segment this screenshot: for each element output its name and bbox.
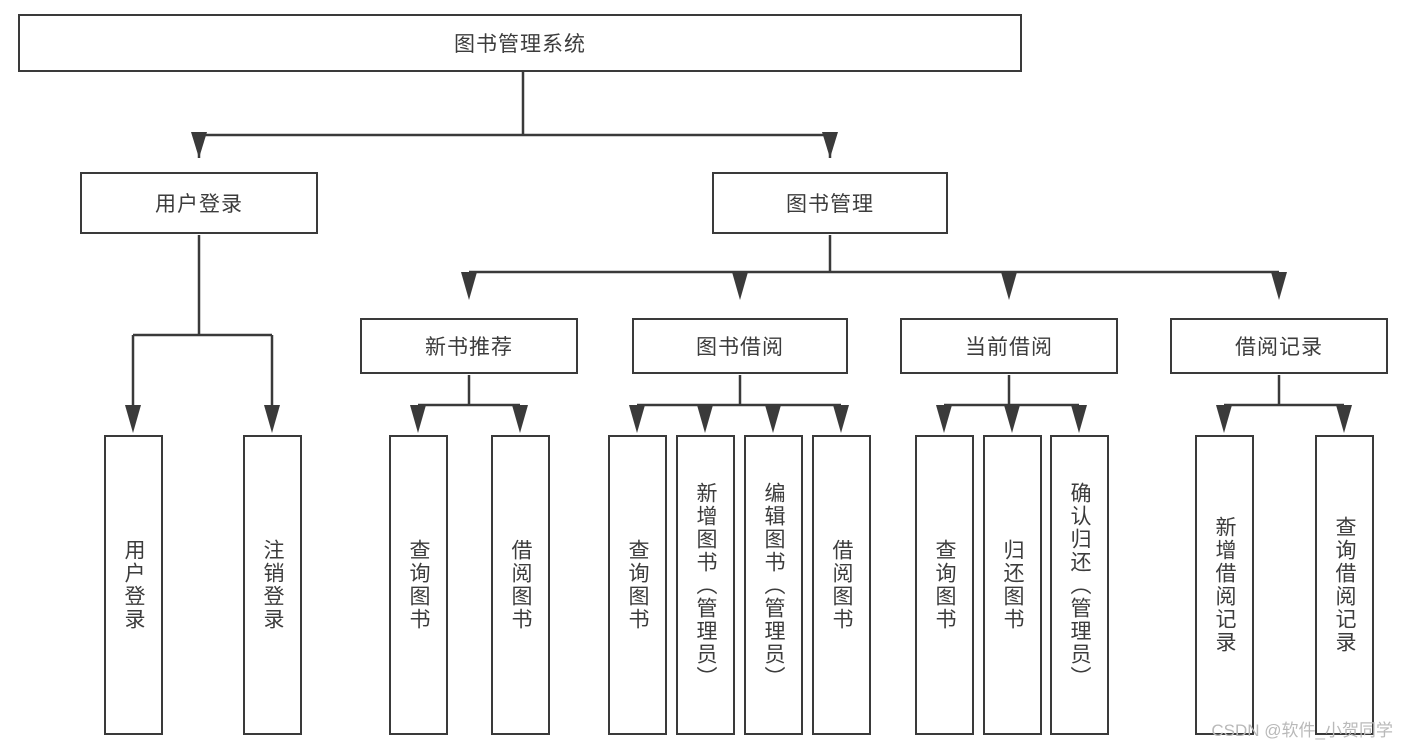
node-label: 新书推荐 (425, 336, 513, 359)
node-label: 查询图书 (407, 539, 430, 631)
node-label: 用户登录 (155, 193, 243, 216)
leaf-search-book-borrowing[interactable]: 查询图书 (608, 435, 667, 735)
watermark: CSDN @软件_小贺同学 (1211, 721, 1393, 740)
node-label: 借阅记录 (1235, 336, 1323, 359)
node-label: 新增图书（管理员） (694, 481, 717, 689)
node-label: 借阅图书 (509, 539, 532, 631)
node-book-management-module[interactable]: 图书管理 (712, 172, 948, 234)
node-label: 图书管理 (786, 193, 874, 216)
node-label: 编辑图书（管理员） (762, 481, 785, 689)
node-label: 查询图书 (626, 539, 649, 631)
node-borrowing-records[interactable]: 借阅记录 (1170, 318, 1388, 374)
leaf-confirm-return-admin[interactable]: 确认归还（管理员） (1050, 435, 1109, 735)
leaf-search-book-current[interactable]: 查询图书 (915, 435, 974, 735)
node-label: 图书管理系统 (454, 33, 586, 56)
node-root-system[interactable]: 图书管理系统 (18, 14, 1022, 72)
leaf-user-login[interactable]: 用户登录 (104, 435, 163, 735)
leaf-edit-book-admin[interactable]: 编辑图书（管理员） (744, 435, 803, 735)
node-current-borrowing[interactable]: 当前借阅 (900, 318, 1118, 374)
leaf-return-book[interactable]: 归还图书 (983, 435, 1042, 735)
node-label: 归还图书 (1001, 539, 1024, 631)
leaf-borrow-book[interactable]: 借阅图书 (812, 435, 871, 735)
node-label: 图书借阅 (696, 336, 784, 359)
node-label: 查询图书 (933, 539, 956, 631)
leaf-logout[interactable]: 注销登录 (243, 435, 302, 735)
leaf-search-book-recommendation[interactable]: 查询图书 (389, 435, 448, 735)
node-book-borrowing[interactable]: 图书借阅 (632, 318, 848, 374)
node-label: 确认归还（管理员） (1068, 481, 1091, 689)
node-new-book-recommendation[interactable]: 新书推荐 (360, 318, 578, 374)
node-label: 用户登录 (122, 539, 145, 631)
node-label: 查询借阅记录 (1333, 516, 1356, 654)
leaf-search-borrowing-record[interactable]: 查询借阅记录 (1315, 435, 1374, 735)
leaf-borrow-book-recommendation[interactable]: 借阅图书 (491, 435, 550, 735)
node-user-login-module[interactable]: 用户登录 (80, 172, 318, 234)
node-label: 借阅图书 (830, 539, 853, 631)
node-label: 当前借阅 (965, 336, 1053, 359)
node-label: 新增借阅记录 (1213, 516, 1236, 654)
leaf-add-borrowing-record[interactable]: 新增借阅记录 (1195, 435, 1254, 735)
node-label: 注销登录 (261, 539, 284, 631)
leaf-add-book-admin[interactable]: 新增图书（管理员） (676, 435, 735, 735)
